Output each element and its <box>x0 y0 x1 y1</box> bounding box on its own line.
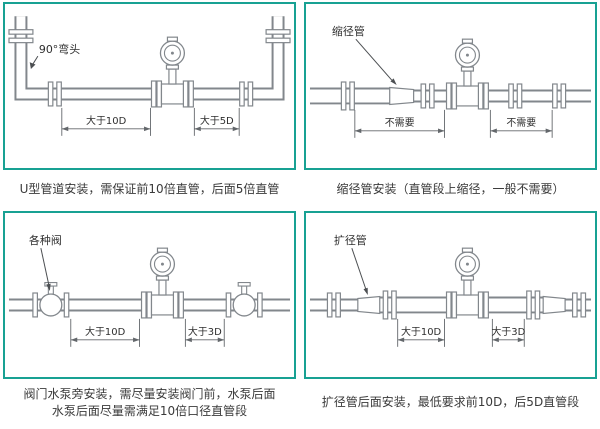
dimension-right: 不需要 <box>489 109 553 138</box>
flowmeter-icon <box>150 36 194 108</box>
valve-diagram: 大于10D 大于3D 各种阀 <box>8 233 291 347</box>
dim-right-label: 不需要 <box>506 117 536 129</box>
reducer-cone <box>542 295 566 315</box>
dim-right-label: 大于5D <box>200 114 234 127</box>
panel-valve-pump: 大于10D 大于3D 各种阀 阀门水泵旁安装，需尽量安装阀门前，水泵后 <box>3 211 296 427</box>
expander-diagram: 大于10D 大于3D 扩径管 <box>309 233 592 347</box>
expander-frame: 大于10D 大于3D 扩径管 <box>304 211 597 379</box>
dim-left-label: 大于10D <box>85 325 126 338</box>
dim-right-label: 大于3D <box>188 325 222 338</box>
expander-cone <box>357 295 381 315</box>
dim-left-label: 不需要 <box>385 117 415 129</box>
panel-expander: 大于10D 大于3D 扩径管 扩径管后面安装，最低要求前10D，后5D <box>304 211 597 427</box>
expander-callout-label: 扩径管 <box>334 233 367 247</box>
dimension-right: 大于3D <box>184 318 225 347</box>
dim-left-label: 大于10D <box>86 114 127 127</box>
panel-reducer: 不需要 不需要 缩径管 缩径管安装（直管段上缩径，一般不需要） <box>304 2 597 209</box>
elbow-callout-label: 90°弯头 <box>39 42 80 56</box>
pipe <box>14 16 285 101</box>
u-pipe-diagram: 大于10D 大于5D 90°弯头 <box>8 16 291 136</box>
reducer-caption: 缩径管安装（直管段上缩径，一般不需要） <box>304 170 597 209</box>
reducer-callout-label: 缩径管 <box>332 24 365 38</box>
dimension-left: 大于10D <box>70 318 140 347</box>
flowmeter-icon <box>140 247 185 319</box>
valve-frame: 大于10D 大于3D 各种阀 <box>3 211 296 379</box>
dimension-right: 大于3D <box>491 318 526 347</box>
dimension-right: 大于5D <box>193 107 240 136</box>
dimension-left: 大于10D <box>61 107 151 136</box>
dim-left-label: 大于10D <box>401 325 442 338</box>
valve-callout-label: 各种阀 <box>29 233 62 247</box>
u-pipe-caption: U型管道安装，需保证前10倍直管，后面5倍直管 <box>3 170 296 209</box>
flowmeter-icon <box>445 38 490 110</box>
u-pipe-frame: 大于10D 大于5D 90°弯头 <box>3 2 296 170</box>
reducer-cone <box>389 86 415 106</box>
valve-caption: 阀门水泵旁安装，需尽量安装阀门前，水泵后面 水泵后面尽量需满足10倍口径直管段 <box>3 379 296 427</box>
expander-callout: 扩径管 <box>334 233 368 295</box>
caption-text: 扩径管后面安装，最低要求前10D，后5D直管段 <box>321 395 580 410</box>
caption-text: U型管道安装，需保证前10倍直管，后面5倍直管 <box>19 181 280 196</box>
caption-text-line2: 水泵后面尽量需满足10倍口径直管段 <box>51 404 248 418</box>
valve-callout: 各种阀 <box>29 233 62 292</box>
dimension-left: 不需要 <box>354 109 445 138</box>
dimension-left: 大于10D <box>397 318 445 347</box>
panel-u-pipe: 大于10D 大于5D 90°弯头 U型管道安装，需保证前10倍直管，后 <box>3 2 296 209</box>
reducer-callout: 缩径管 <box>332 24 397 86</box>
caption-text: 缩径管安装（直管段上缩径，一般不需要） <box>336 181 565 196</box>
reducer-frame: 不需要 不需要 缩径管 <box>304 2 597 170</box>
caption-text-line1: 阀门水泵旁安装，需尽量安装阀门前，水泵后面 <box>23 386 276 401</box>
flowmeter-icon <box>445 247 490 319</box>
reducer-diagram: 不需要 不需要 缩径管 <box>309 24 592 138</box>
elbow-callout: 90°弯头 <box>29 42 80 70</box>
dim-right-label: 大于3D <box>491 325 525 338</box>
expander-caption: 扩径管后面安装，最低要求前10D，后5D直管段 <box>304 379 597 427</box>
